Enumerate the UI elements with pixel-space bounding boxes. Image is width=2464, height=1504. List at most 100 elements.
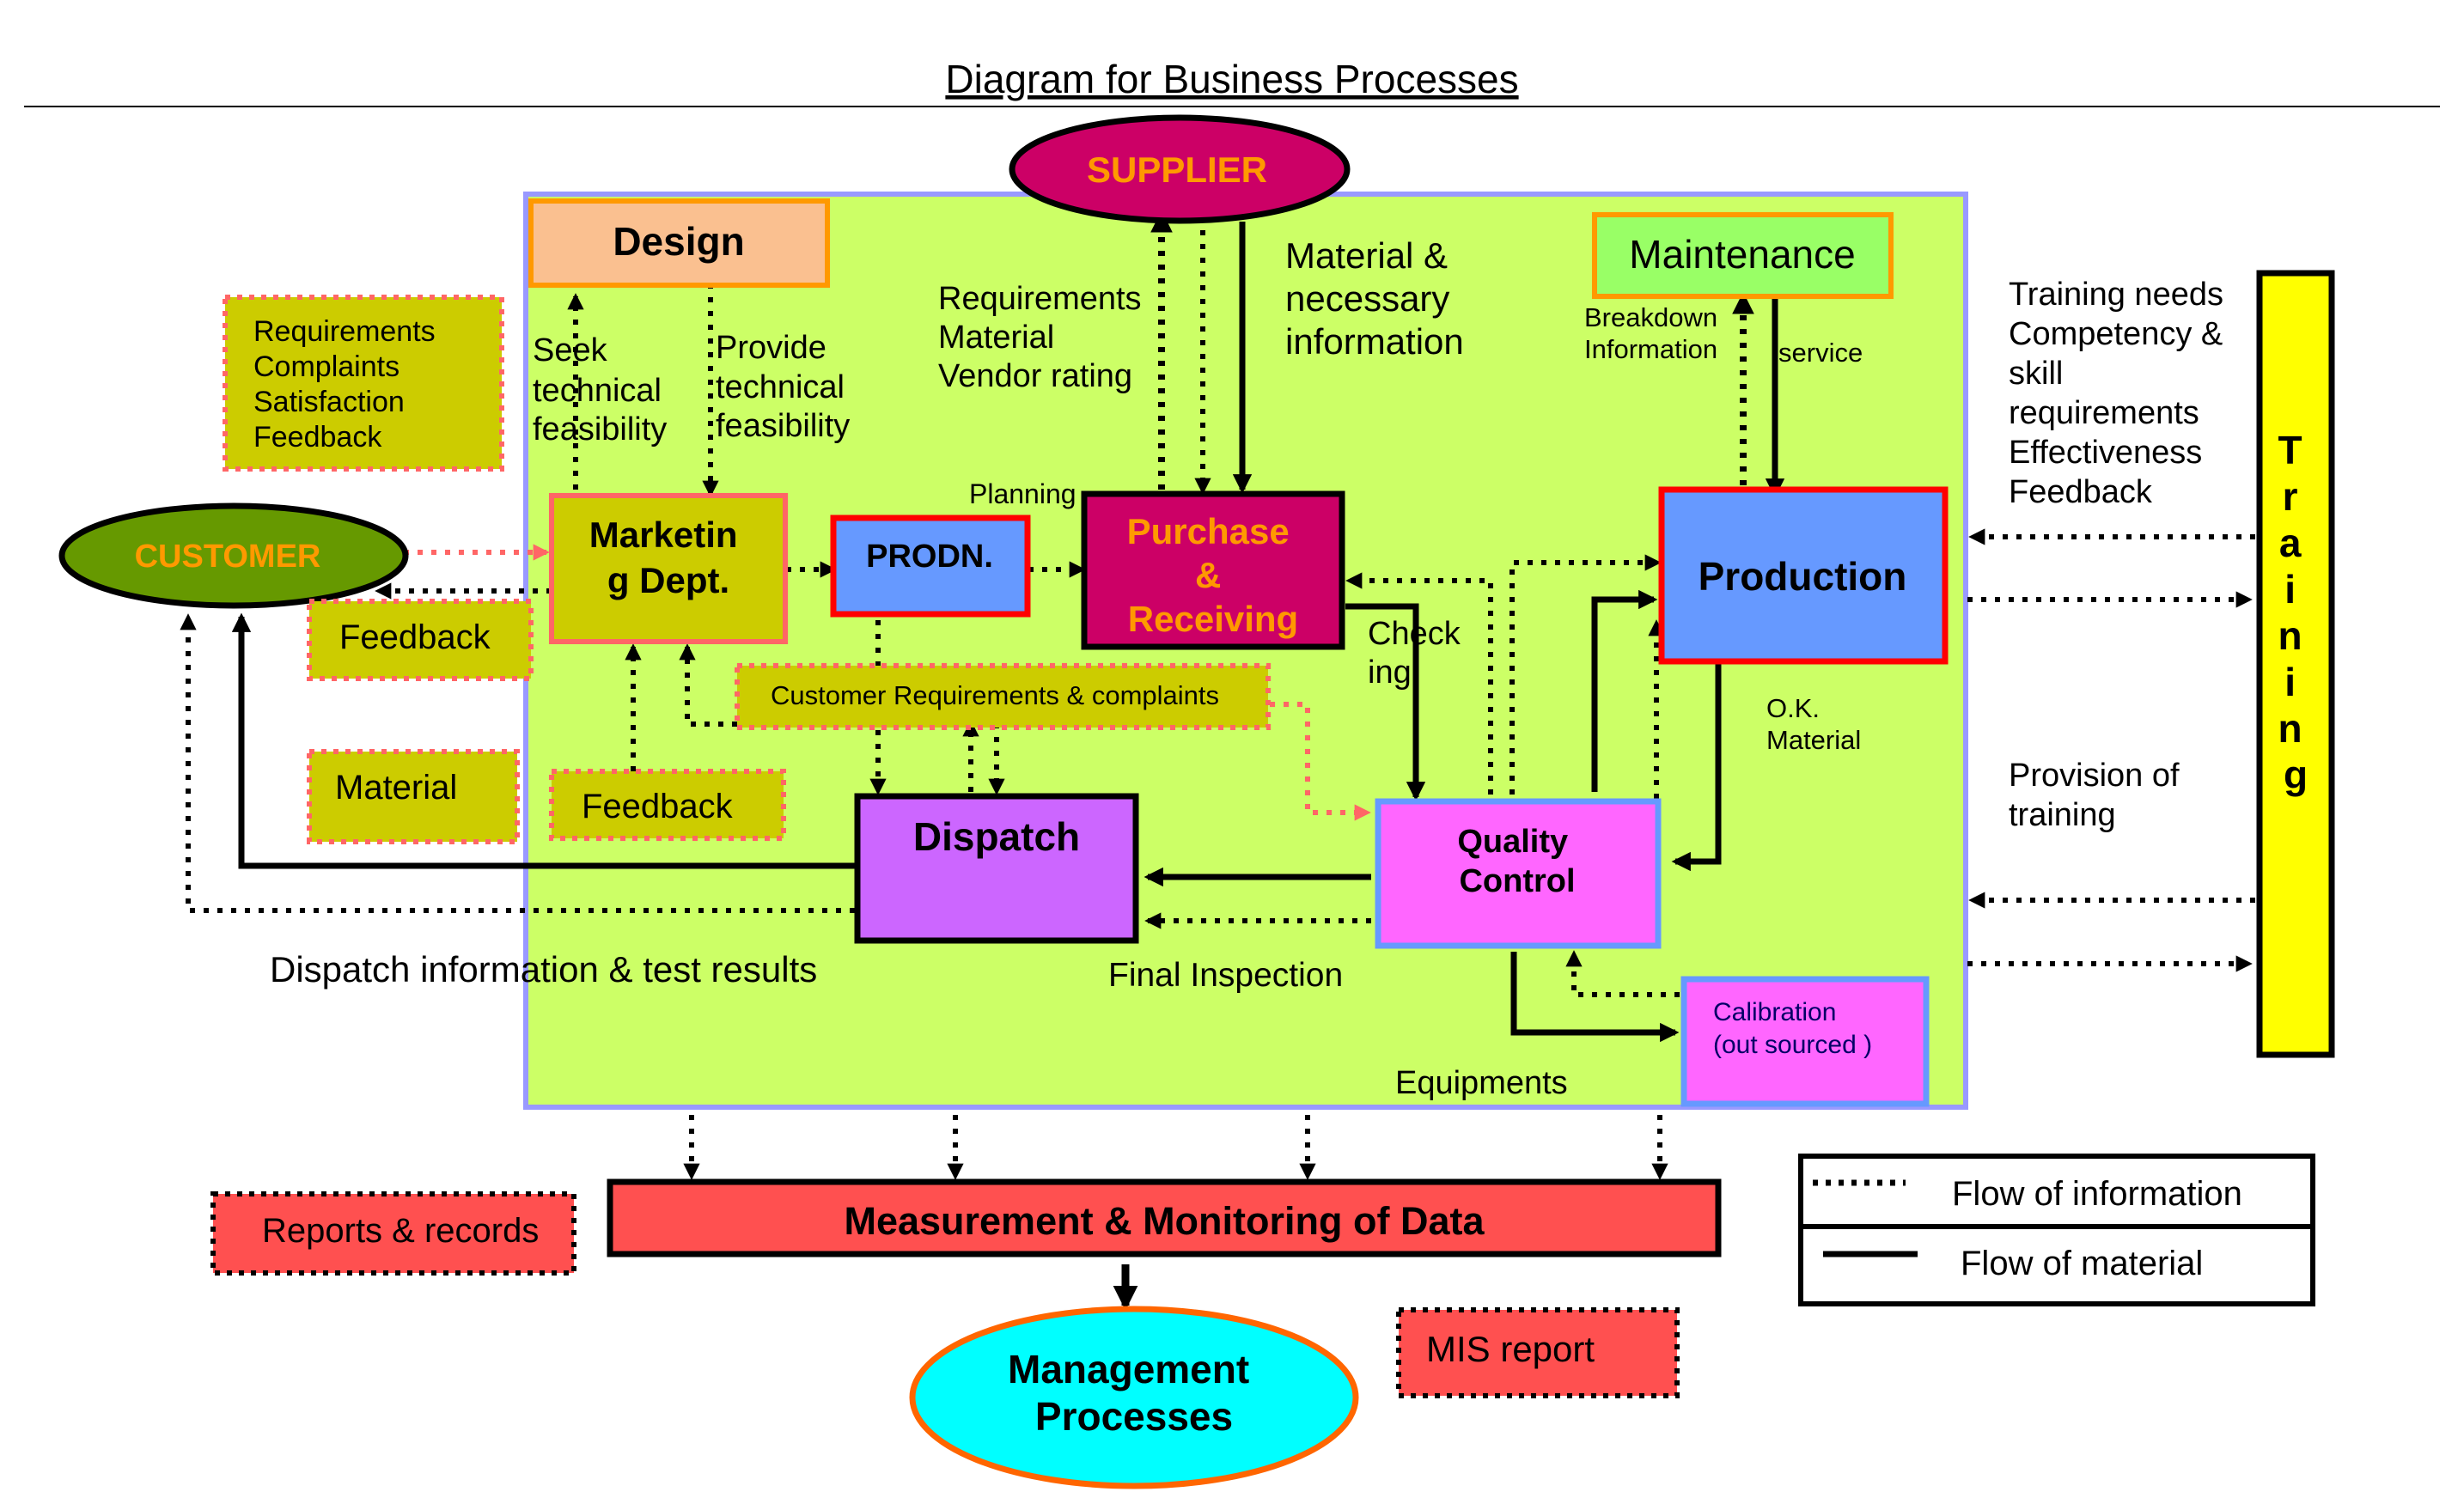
customer-inputs-note [223,295,504,472]
equipments-label: Equipments [1395,1065,1568,1101]
breakdown-label-1: Breakdown [1584,302,1717,332]
svg-text:Management Processes: Management Processes [1008,1347,1260,1439]
training-box [2256,270,2335,1058]
customer-requirements-note [735,663,1271,730]
training-letter-1: T [2278,428,2302,472]
provision-label-2: training [2009,797,2116,833]
customer-input-feedback: Feedback [253,421,382,454]
svg-text:Purchase & Receiving: Purchase & Receiving [1127,511,1300,639]
svg-text:Training needs Competency: Training needs Competency & skill requir… [2009,277,2233,510]
training-needs-label-2: Competency & [2009,316,2223,352]
training-letter-2: r [2283,474,2298,519]
training-letter-6: i [2284,660,2296,704]
svg-text:Seek technical feasibi: Seek technical feasibility [533,332,671,448]
training-letter-3: a [2279,521,2302,565]
design-label: Design [613,219,744,264]
checking-label-2: ing [1368,655,1412,691]
legend-material-label: Flow of material [1961,1245,2203,1282]
provide-label-1: Provide [716,330,826,366]
marketing-label-line2: g Dept. [607,560,729,600]
measurement-box [607,1178,1722,1257]
legend-box [1798,1154,2315,1306]
ok-material-label-1: O.K. [1766,693,1820,723]
mis-report-label: MIS report [1426,1329,1595,1369]
training-needs-label-3: skill [2009,356,2063,392]
material-info-label-2: necessary [1285,278,1449,319]
management-node [909,1306,1359,1489]
svg-text:Breakdown Information: Breakdown Information [1584,302,1725,364]
provide-label-3: feasibility [716,408,850,444]
mis-report-note [1396,1307,1680,1398]
requirements-label-1: Requirements [938,281,1142,317]
calibration-box [1680,976,1930,1107]
marketing-label-line1: Marketin [589,515,738,555]
customer-label: CUSTOMER [135,539,321,575]
customer-requirements-label: Customer Requirements & complaints [771,680,1219,710]
arrow-cust-req-marketing [679,643,737,727]
svg-text:Material & necessary i: Material & necessary information [1285,235,1464,362]
arrow-dispatch-customer-material [231,612,855,869]
arrow-dispatch-customer-info [180,613,855,913]
quality-label-line2: Control [1459,863,1575,899]
svg-text:T r a i n: T r a i n i n g [2278,428,2314,797]
customer-input-satisfaction: Satisfaction [253,386,405,418]
svg-text:Requirements Material: Requirements Material Vendor rating [938,281,1150,394]
arrow-quality-calibration [1510,952,1680,1043]
purchase-label-line2: & [1195,555,1221,595]
purchase-receiving-box [1081,490,1345,650]
customer-input-complaints: Complaints [253,350,399,383]
feedback-marketing-note [549,769,786,841]
management-label-line1: Management [1008,1347,1249,1391]
arrow-production-quality-material [1671,664,1722,872]
supplier-label: SUPPLIER [1087,149,1267,190]
training-letter-5: n [2278,613,2302,658]
svg-text:Marketin g Dept.: Marketin g Dept. [589,515,747,600]
svg-text:Provide technical feas: Provide technical feasibility [716,330,854,444]
checking-label-1: Check [1368,616,1461,652]
svg-text:Calibration (out sourced ): Calibration (out sourced ) [1713,998,1872,1059]
calibration-label-line2: (out sourced ) [1713,1031,1872,1059]
material-customer-note [307,749,520,844]
arrow-purchase-quality [1345,603,1426,801]
supplier-node [1009,114,1351,224]
prodn-label: PRODN. [866,539,993,575]
svg-text:O.K. Material: O.K. Material [1766,693,1861,755]
training-needs-label-6: Feedback [2009,474,2153,510]
dispatch-label: Dispatch [913,814,1080,859]
training-needs-label-5: Effectiveness [2009,435,2202,471]
seek-label-1: Seek [533,332,608,368]
dispatch-box [854,793,1139,944]
training-needs-label-1: Training needs [2009,277,2223,313]
planning-label: Planning [969,478,1076,509]
marketing-box [549,493,788,644]
material-customer-label: Material [335,769,457,807]
provision-label-1: Provision of [2009,758,2180,794]
maintenance-box [1592,212,1894,299]
arrow-quality-production-material [1591,589,1658,792]
training-letter-4: i [2284,567,2296,612]
purchase-label-line3: Receiving [1128,599,1298,639]
requirements-label-2: Material [938,320,1054,356]
svg-text:Quality Control: Quality Control [1457,824,1577,899]
legend-information-label: Flow of information [1952,1175,2242,1213]
measurement-label: Measurement & Monitoring of Data [844,1199,1485,1243]
reports-records-label: Reports & records [262,1212,539,1250]
training-letter-8: g [2284,752,2308,797]
material-info-label-1: Material & [1285,235,1448,276]
seek-label-2: technical [533,373,662,409]
final-inspection-label: Final Inspection [1108,957,1343,994]
training-letter-7: n [2278,706,2302,751]
ok-material-label-2: Material [1766,725,1861,755]
svg-text:Requirements Complaints: Requirements Complaints Satisfaction Fee… [253,315,443,454]
feedback-customer-note [307,599,534,681]
material-info-label-3: information [1285,321,1464,362]
purchase-label-line1: Purchase [1127,511,1290,551]
svg-text:Provision of training: Provision of training [2009,758,2188,833]
feedback-marketing-label: Feedback [582,788,734,825]
legend: Flow of information Flow of material [1798,1154,2315,1306]
seek-label-3: feasibility [533,411,667,448]
design-box [528,198,830,288]
calibration-label-line1: Calibration [1713,998,1836,1026]
management-label-line2: Processes [1035,1394,1233,1439]
